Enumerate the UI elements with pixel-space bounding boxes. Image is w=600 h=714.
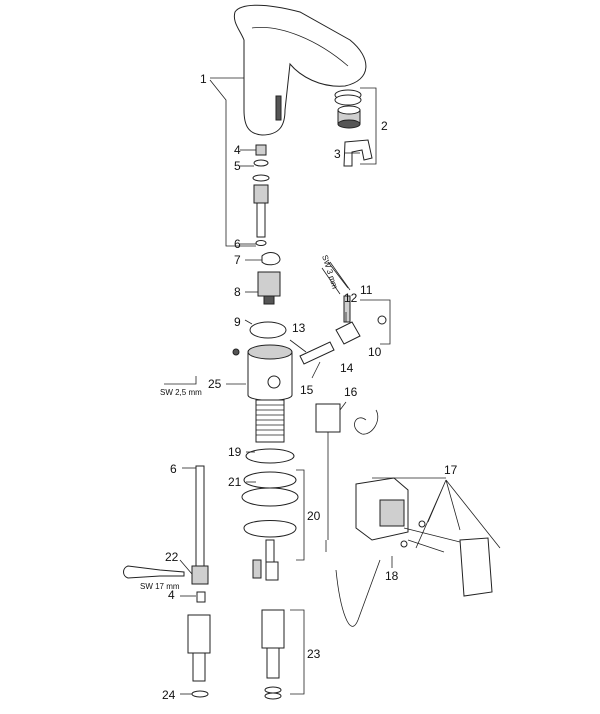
- electronics: [315, 403, 493, 627]
- part-labels: 1 2 3 4 5 6 7 8 9 10 11 12 13 14 15 16 1…: [162, 72, 458, 702]
- part-label-10: 10: [368, 345, 382, 359]
- valve-housing: [232, 344, 295, 464]
- hex-key-tools: [123, 261, 351, 579]
- part-label-11: 11: [360, 283, 373, 297]
- valve-parts: [249, 252, 287, 339]
- part-label-25: 25: [208, 377, 222, 391]
- part-label-18: 18: [385, 569, 399, 583]
- part-label-23: 23: [307, 647, 321, 661]
- part-label-22: 22: [165, 550, 179, 564]
- tool-notes: SW 3 mm SW 2,5 mm SW 17 mm: [140, 254, 340, 591]
- tool-note-sw25: SW 2,5 mm: [160, 388, 202, 397]
- part-label-17: 17: [444, 463, 458, 477]
- side-valve: [299, 261, 387, 365]
- supply-hoses: [187, 465, 285, 700]
- aerator-set: [334, 89, 373, 167]
- part-label-21: 21: [228, 475, 242, 489]
- part-label-16: 16: [344, 385, 358, 399]
- faucet-body: [233, 4, 367, 136]
- part-label-4: 4: [234, 143, 241, 157]
- part-label-19: 19: [228, 445, 242, 459]
- part-label-9: 9: [234, 315, 241, 329]
- part-label-15: 15: [300, 383, 314, 397]
- tool-note-sw17: SW 17 mm: [140, 582, 180, 591]
- part-label-6: 6: [234, 237, 241, 251]
- part-label-3: 3: [334, 147, 341, 161]
- part-label-7: 7: [234, 253, 241, 267]
- mounting-washers: [241, 471, 299, 581]
- part-label-4-hose: 4: [168, 588, 175, 602]
- part-label-6-hose: 6: [170, 462, 177, 476]
- part-label-2: 2: [381, 119, 388, 133]
- part-label-20: 20: [307, 509, 321, 523]
- part-label-12: 12: [344, 291, 358, 305]
- cartridge-parts: [252, 144, 270, 246]
- tool-note-sw3: SW 3 mm: [320, 254, 340, 290]
- part-label-14: 14: [340, 361, 354, 375]
- part-label-13: 13: [292, 321, 306, 335]
- part-label-5: 5: [234, 159, 241, 173]
- part-label-24: 24: [162, 688, 176, 702]
- part-label-8: 8: [234, 285, 241, 299]
- leader-lines: [179, 77, 501, 695]
- part-label-1: 1: [200, 72, 207, 86]
